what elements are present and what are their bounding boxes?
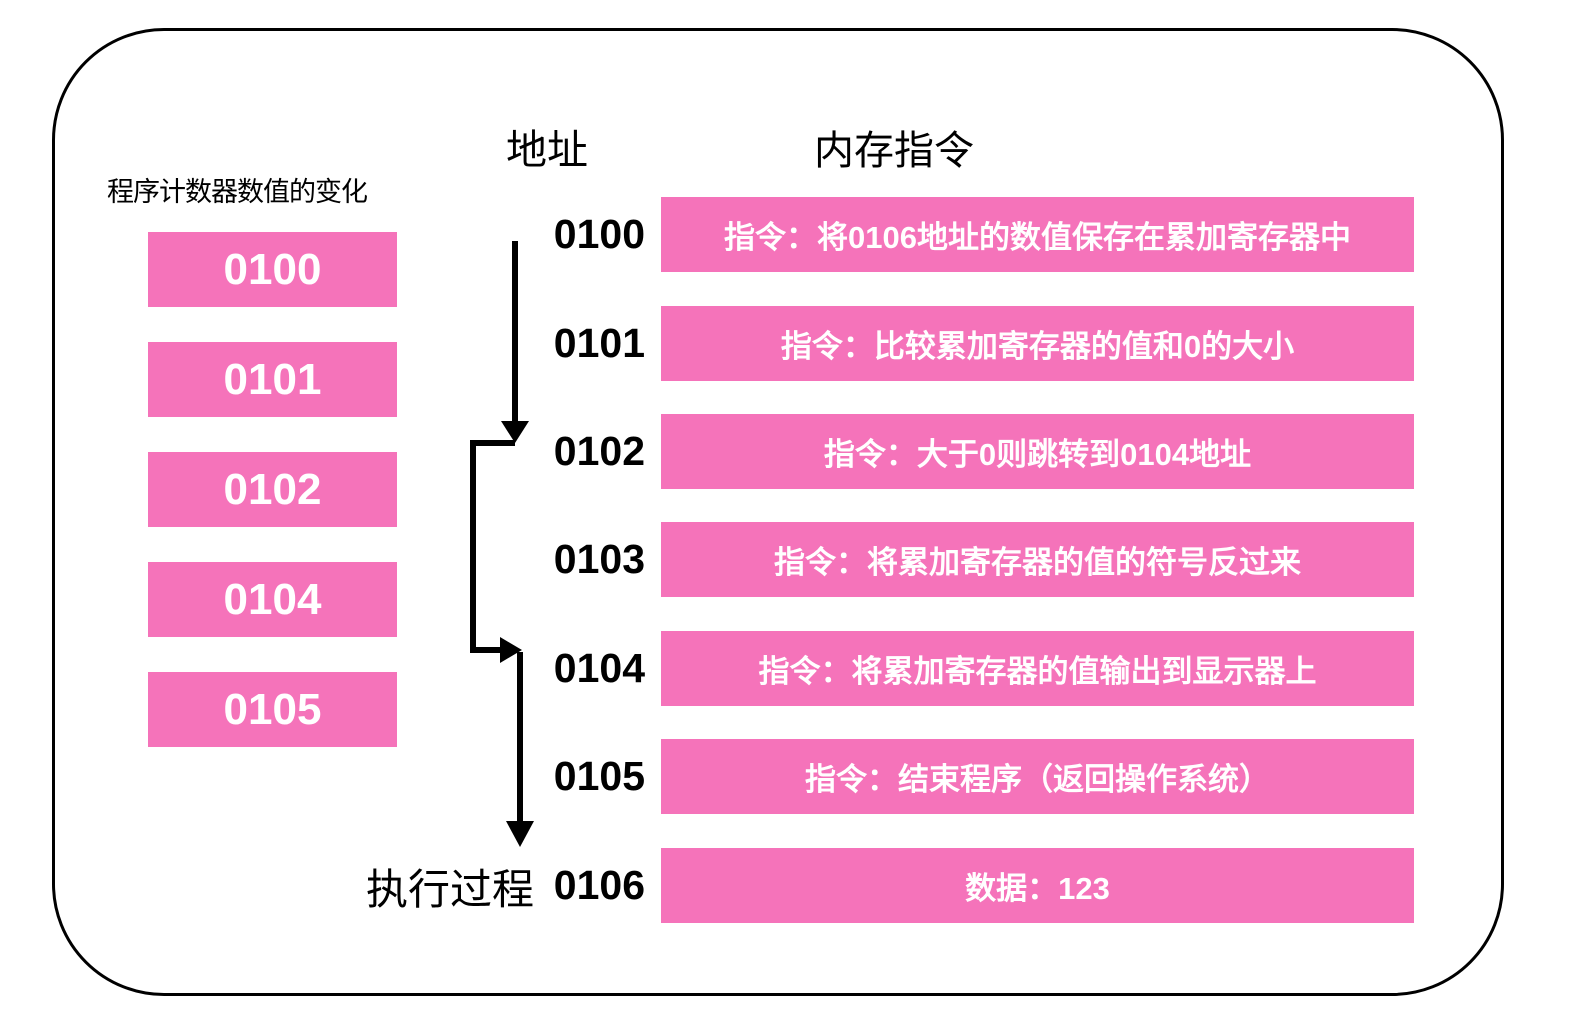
address-label-0103: 0103 <box>553 536 645 582</box>
address-column-header: 地址 <box>506 127 588 173</box>
instruction-box-0100: 指令：将0106地址的数值保存在累加寄存器中 <box>661 197 1414 272</box>
address-label-0100: 0100 <box>553 211 645 257</box>
memory-column-header: 内存指令 <box>814 129 974 173</box>
instruction-box-0104: 指令：将累加寄存器的值输出到显示器上 <box>661 631 1414 706</box>
instruction-box-0102: 指令：大于0则跳转到0104地址 <box>661 414 1414 489</box>
address-label-0102: 0102 <box>553 428 645 474</box>
execution-process-label: 执行过程 <box>366 866 535 913</box>
pc-value-box-0104: 0104 <box>148 562 397 637</box>
pc-changes-title: 程序计数器数值的变化 <box>107 177 368 207</box>
address-label-0106: 0106 <box>553 862 645 908</box>
address-label-0101: 0101 <box>553 320 645 366</box>
instruction-box-0103: 指令：将累加寄存器的值的符号反过来 <box>661 522 1414 597</box>
instruction-box-0106: 数据：123 <box>661 848 1414 923</box>
pc-value-box-0102: 0102 <box>148 452 397 527</box>
pc-value-box-0100: 0100 <box>148 232 397 307</box>
address-label-0104: 0104 <box>553 645 645 691</box>
diagram-border <box>52 28 1504 996</box>
instruction-box-0105: 指令：结束程序（返回操作系统） <box>661 739 1414 814</box>
instruction-box-0101: 指令：比较累加寄存器的值和0的大小 <box>661 306 1414 381</box>
address-label-0105: 0105 <box>553 753 645 799</box>
pc-value-box-0101: 0101 <box>148 342 397 417</box>
pc-value-box-0105: 0105 <box>148 672 397 747</box>
